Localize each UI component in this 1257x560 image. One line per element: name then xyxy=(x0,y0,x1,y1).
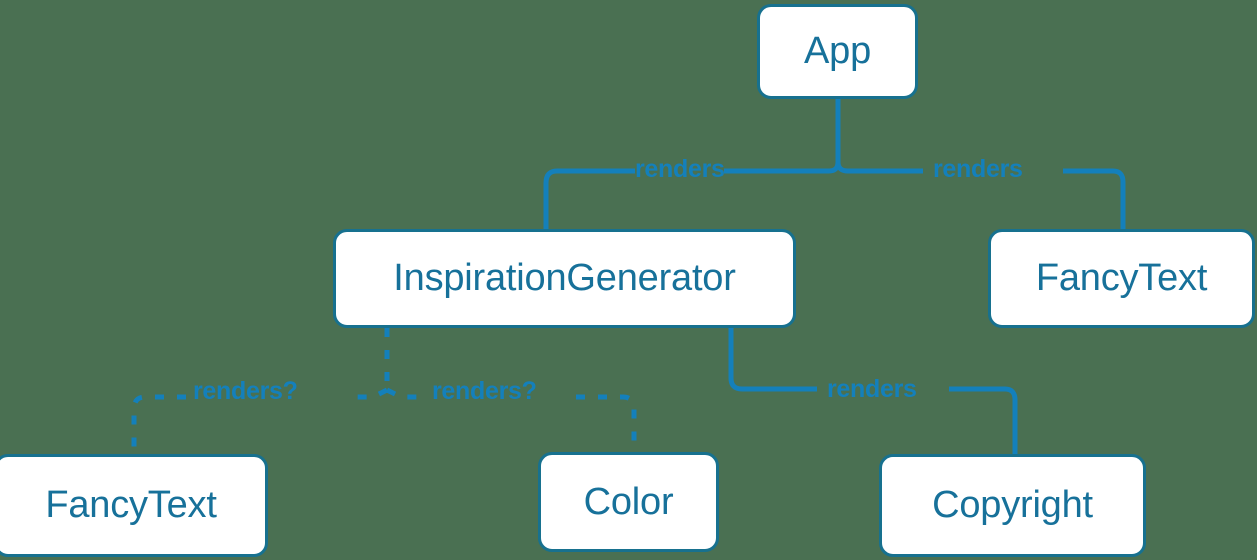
node-color[interactable]: Color xyxy=(538,452,719,552)
node-fancytext-right[interactable]: FancyText xyxy=(988,229,1255,328)
edge-label-app-renders-fancytext: renders xyxy=(933,155,1023,183)
node-inspirationgenerator[interactable]: InspirationGenerator xyxy=(333,229,796,328)
node-fancytext-left[interactable]: FancyText xyxy=(0,454,268,557)
edge-app-fancytext-path xyxy=(835,99,923,174)
node-fancytext-right-label: FancyText xyxy=(1035,257,1208,299)
edge-ig-color-right-path xyxy=(576,394,637,452)
node-app[interactable]: App xyxy=(757,4,918,99)
node-fancytext-left-label: FancyText xyxy=(45,484,217,526)
edge-ig-fancytext-path xyxy=(355,387,389,400)
edge-label-inspirationgenerator-renders-copyright: renders xyxy=(827,375,917,403)
node-copyright[interactable]: Copyright xyxy=(879,454,1146,557)
node-app-label: App xyxy=(803,30,871,72)
edge-ig-copyright-right-path xyxy=(949,386,1018,454)
edge-ig-copyright-path xyxy=(728,328,817,392)
node-copyright-label: Copyright xyxy=(932,484,1093,526)
edge-label-inspirationgenerator-renders-color: renders? xyxy=(432,377,537,405)
edge-label-app-renders-inspirationgenerator: renders xyxy=(635,155,725,183)
edge-label-inspirationgenerator-renders-fancytext: renders? xyxy=(193,377,298,405)
node-inspirationgenerator-label: InspirationGenerator xyxy=(393,257,736,299)
edge-ig-fancytext-left-path xyxy=(131,394,186,454)
edge-app-inspiration-path xyxy=(724,99,841,174)
edge-ig-color-path xyxy=(385,387,420,400)
edge-app-inspiration-left-path xyxy=(543,168,635,229)
edge-app-fancytext-right-path xyxy=(1063,168,1126,229)
node-color-label: Color xyxy=(583,480,674,523)
